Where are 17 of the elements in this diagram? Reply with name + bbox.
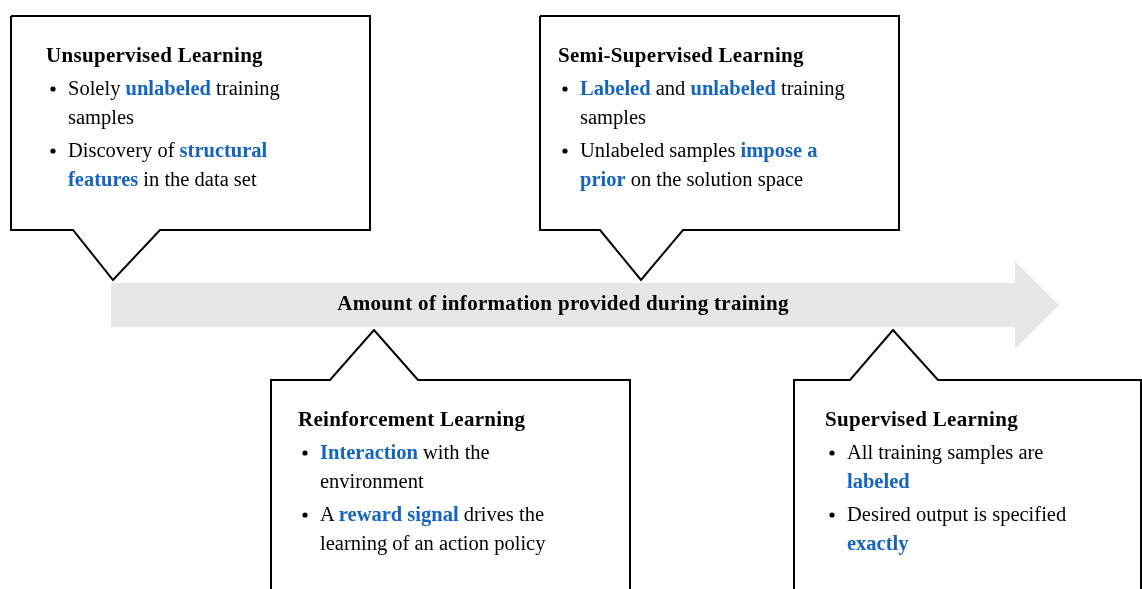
bullet-item: Unlabeled samples impose a prior on the solution space	[580, 139, 818, 190]
bullet-item: Discovery of structural features in the data set	[68, 139, 268, 190]
bullet-item: All training samples are labeled	[847, 441, 1044, 492]
callout-heading: Supervised Learning	[825, 407, 1019, 432]
bullet-item: A reward signal drives the learning of an action policy	[320, 503, 546, 554]
callout-heading: Reinforcement Learning	[298, 407, 527, 432]
band-label: Amount of information provided during training	[336, 291, 790, 316]
callout-heading: Semi-Supervised Learning	[558, 43, 805, 68]
wide-arrow	[111, 261, 1059, 349]
callout-box	[10, 15, 371, 281]
callout-box	[270, 329, 631, 589]
bullet-item: Desired output is specified exactly	[847, 503, 1067, 554]
callout-box	[793, 329, 1142, 589]
bullet-item: Solely unlabeled training samples	[68, 77, 280, 128]
callout-heading: Unsupervised Learning	[46, 43, 264, 68]
callout-box	[539, 15, 900, 281]
bullet-item: Labeled and unlabeled training samples	[580, 77, 845, 128]
